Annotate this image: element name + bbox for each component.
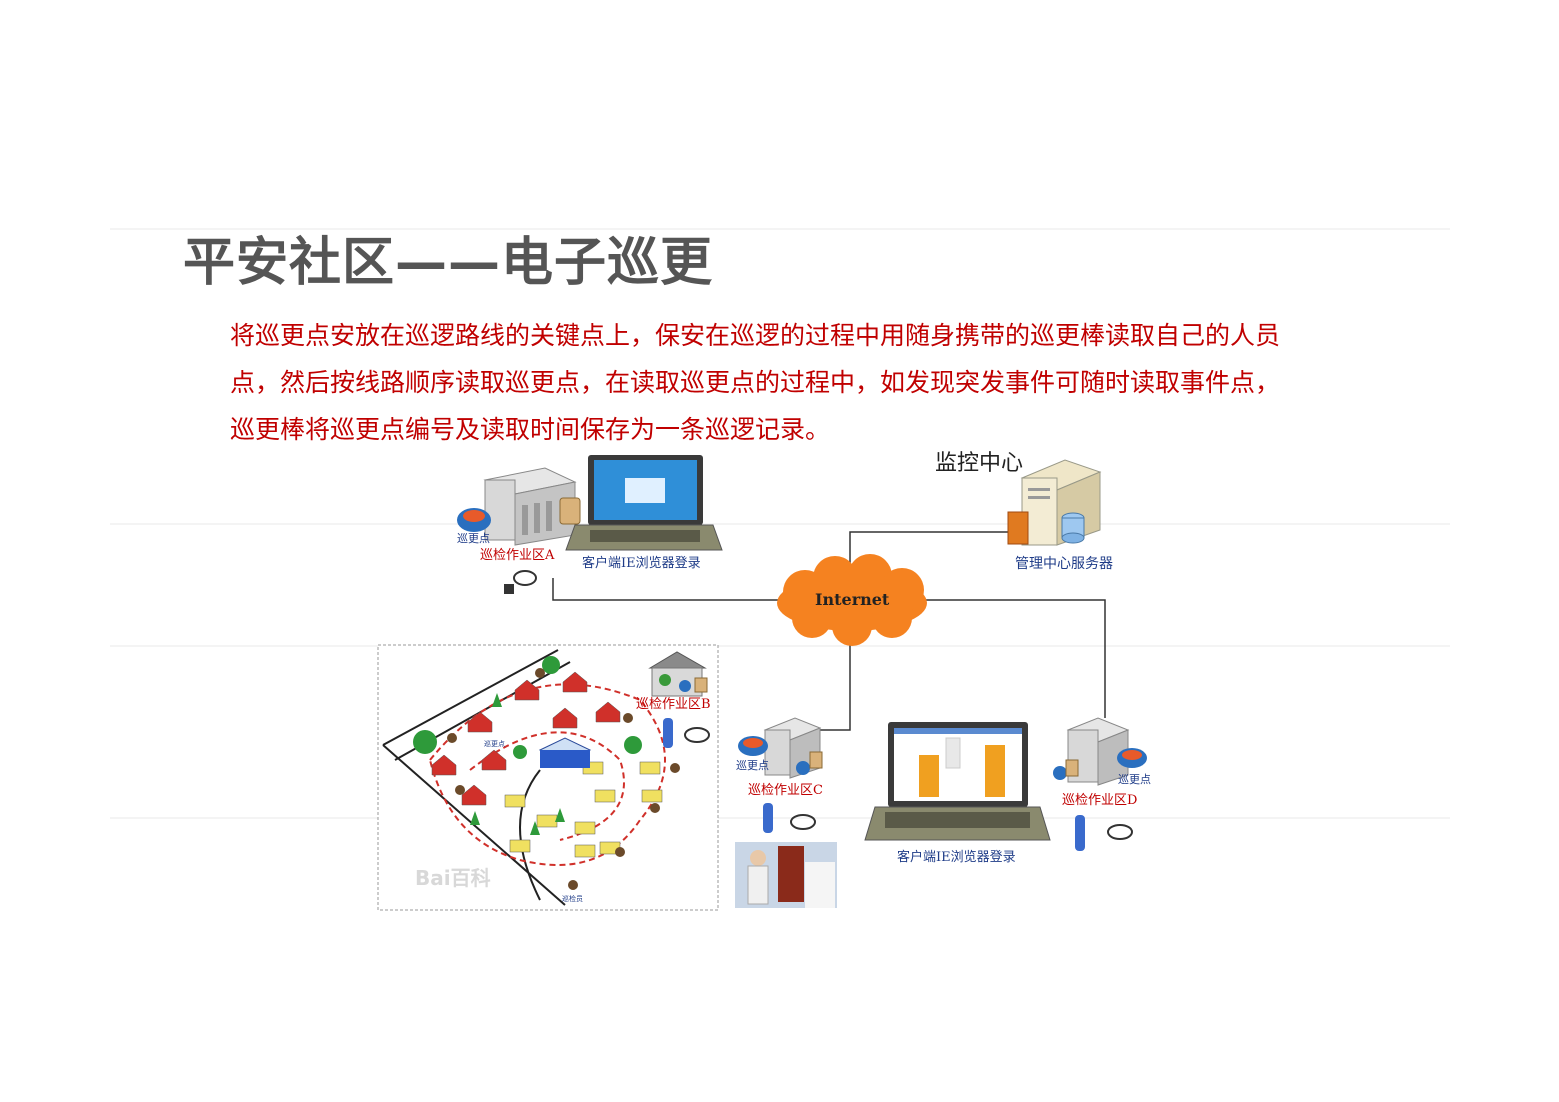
zone-c-patrol-stick-icon xyxy=(763,803,816,833)
internet-label: Internet xyxy=(815,590,890,609)
description-line: 将巡更点安放在巡逻路线的关键点上，保安在巡逻的过程中用随身携带的巡更棒读取自己的… xyxy=(230,321,1281,350)
zone-a-reader-cable-icon xyxy=(504,570,537,594)
network-lines xyxy=(552,531,1106,731)
divider xyxy=(110,228,1450,230)
description-line: 巡更棒将巡更点编号及读取时间保存为一条巡逻记录。 xyxy=(230,415,831,444)
map-guard-label: 巡检员 xyxy=(562,894,583,903)
zone-c-building-icon xyxy=(763,717,823,779)
zone-d-point-label: 巡更点 xyxy=(1118,773,1151,786)
zone-b-guardhouse-icon xyxy=(648,651,708,697)
zone-c-point-label: 巡更点 xyxy=(736,759,769,772)
zone-c-patrol-point-icon xyxy=(738,736,768,756)
divider xyxy=(110,523,1450,525)
zone-a-patrol-point-icon xyxy=(457,508,491,532)
slide-title: 平安社区——电子巡更 xyxy=(183,233,714,293)
laptop-icon xyxy=(565,455,723,551)
server-icon xyxy=(1007,459,1102,546)
zone-d-label: 巡检作业区D xyxy=(1062,793,1137,808)
zone-b-label: 巡检作业区B xyxy=(636,697,711,712)
map-point-label: 巡更点 xyxy=(484,739,505,748)
description-line: 点，然后按线路顺序读取巡更点，在读取巡更点的过程中，如发现突发事件可随时读取事件… xyxy=(230,368,1281,397)
slide-description: 将巡更点安放在巡逻路线的关键点上，保安在巡逻的过程中用随身携带的巡更棒读取自己的… xyxy=(230,312,1340,453)
internet-cloud-icon xyxy=(777,554,927,646)
zone-a-point-label: 巡更点 xyxy=(457,532,490,545)
zone-a-building-icon xyxy=(483,467,581,546)
monitor-center-label: 监控中心 xyxy=(935,451,1023,476)
patrol-network-diagram: 巡更点 巡检作业区A 客户端IE浏览器登录 监控中心 管理中心服务器 xyxy=(377,451,1151,911)
zone-c-label: 巡检作业区C xyxy=(748,783,823,798)
client-bottom-label: 客户端IE浏览器登录 xyxy=(897,849,1016,865)
zone-d-patrol-stick-icon xyxy=(1075,815,1133,851)
laptop-with-chart-icon xyxy=(864,722,1051,841)
watermark: Bai百科 xyxy=(415,866,491,890)
zone-d-patrol-point-icon xyxy=(1117,748,1147,768)
zone-d-building-icon xyxy=(1053,717,1130,786)
server-label: 管理中心服务器 xyxy=(1015,556,1113,572)
divider xyxy=(110,645,1450,647)
guard-photo xyxy=(735,842,837,908)
client-top-label: 客户端IE浏览器登录 xyxy=(582,555,701,571)
zone-a-label: 巡检作业区A xyxy=(480,548,555,563)
divider xyxy=(110,817,1450,819)
center-building-icon xyxy=(538,737,592,768)
zone-b-patrol-stick-icon xyxy=(663,718,710,748)
